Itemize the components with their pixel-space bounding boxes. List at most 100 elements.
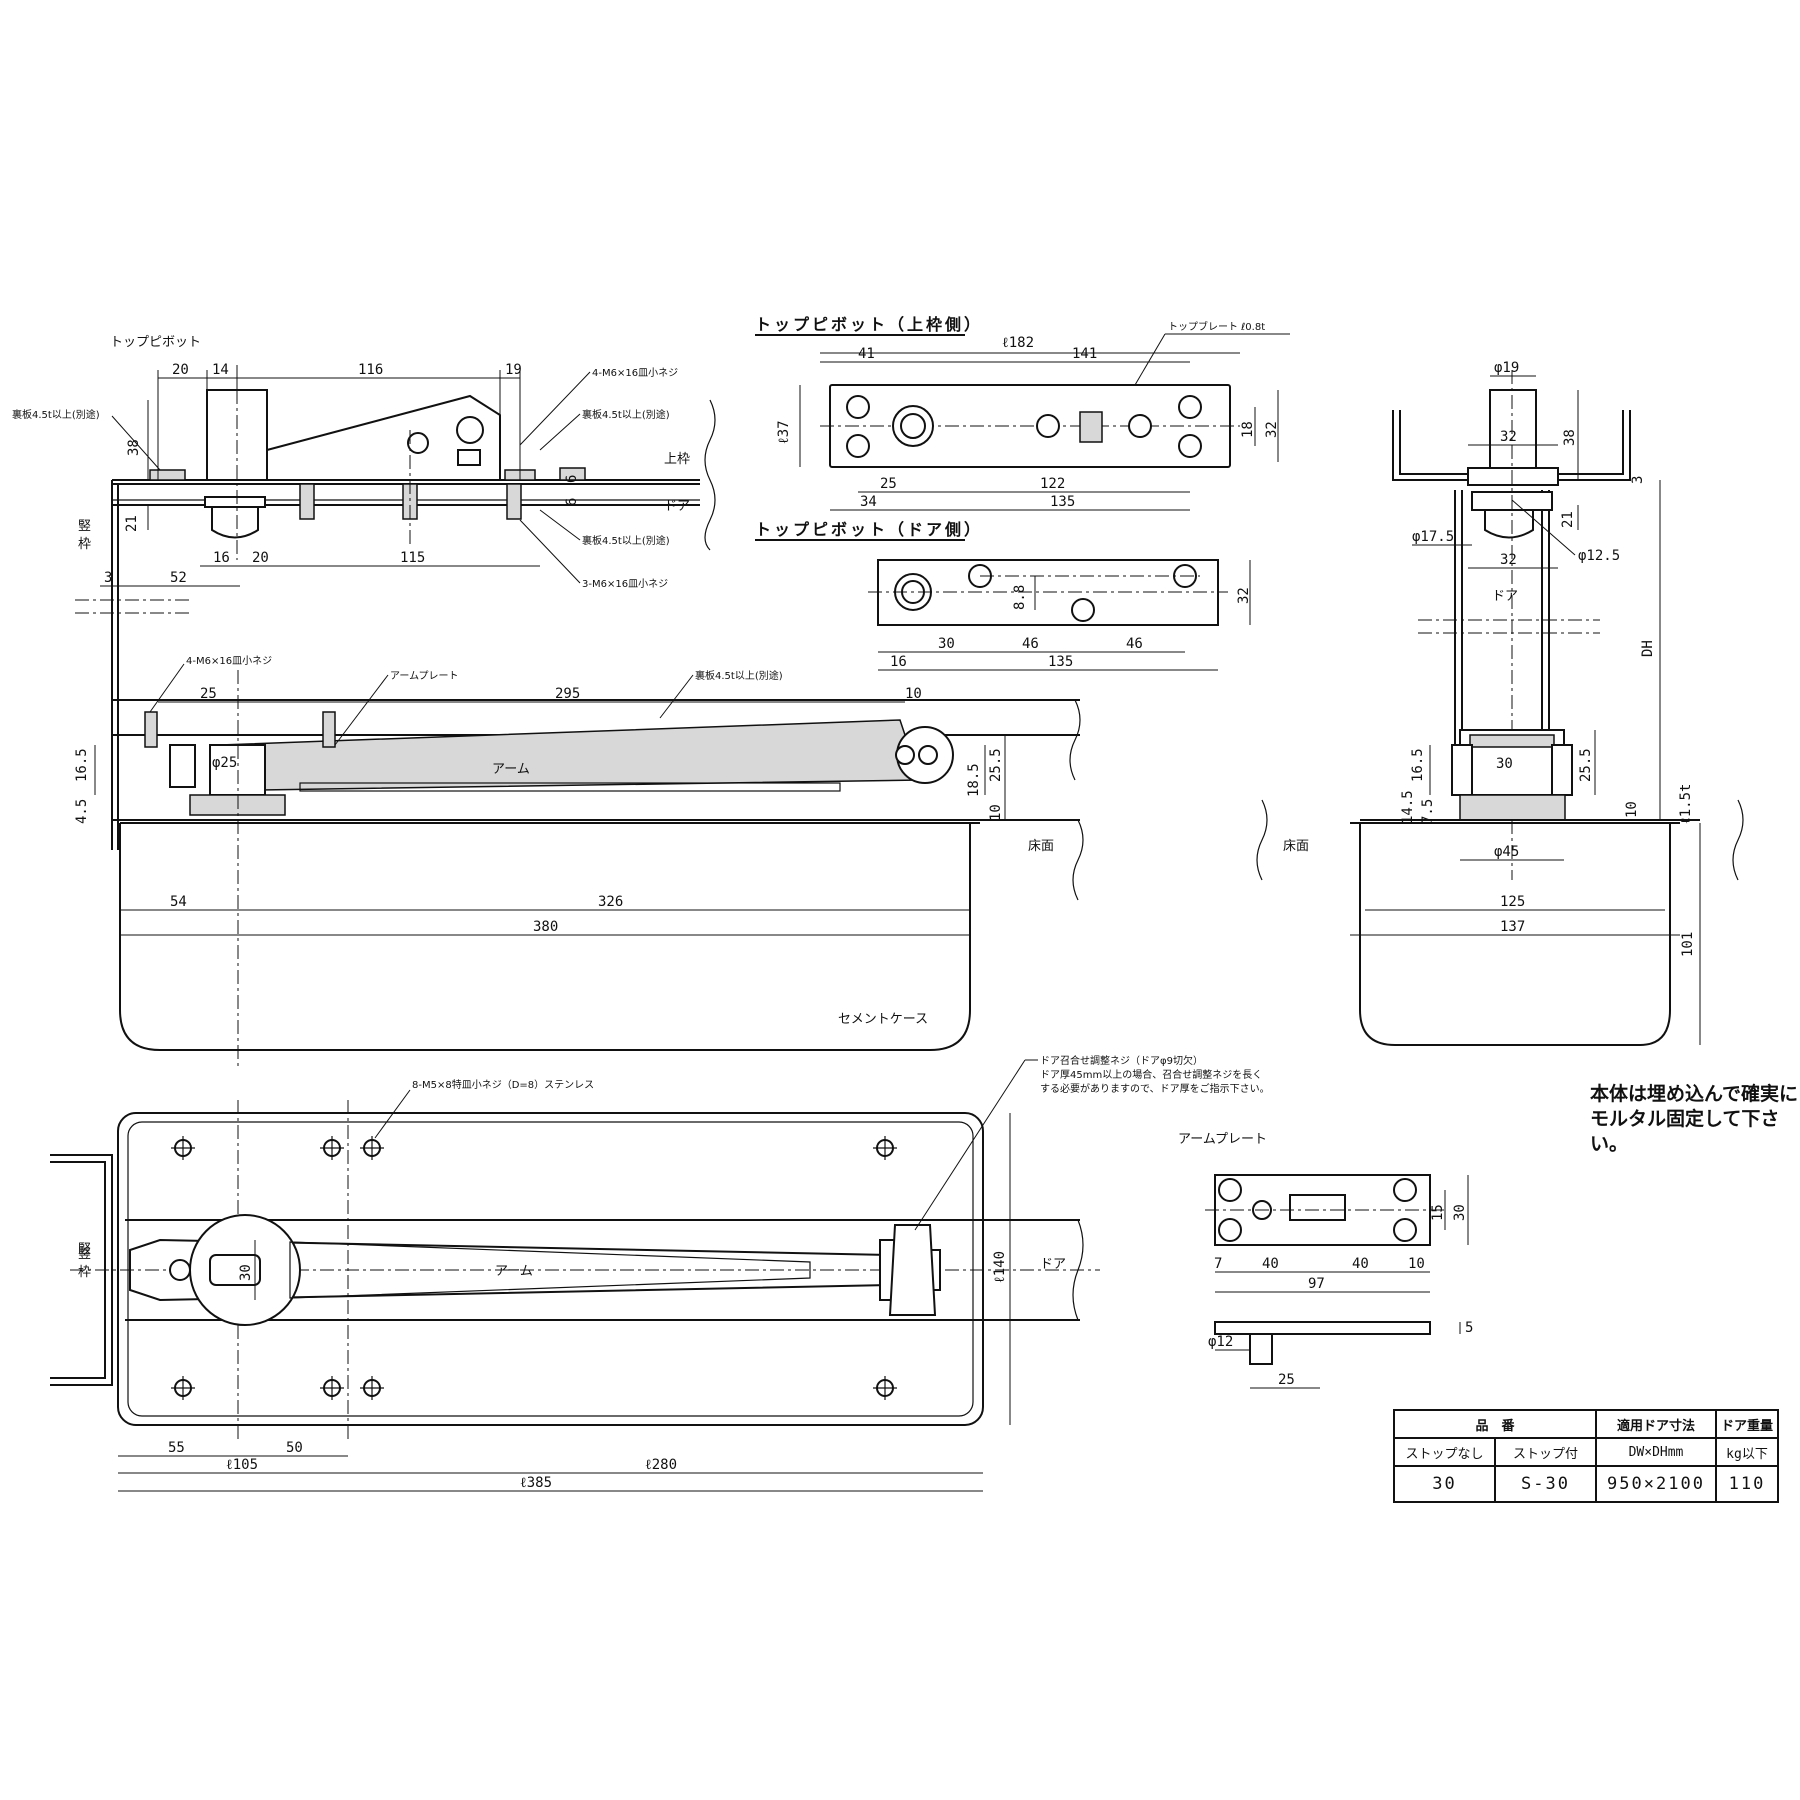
installation-note: 本体は埋め込んで確実に モルタル固定して下さい。 [1590, 1082, 1800, 1157]
label-backing-plate-4: 裏板4.5t以上(別途) [695, 669, 783, 682]
spec-table: 品 番 適用ドア寸法 ドア重量 ストップなし ストップ付 DW×DHmm kg以… [1393, 1409, 1779, 1503]
dim-32c: 32 [1500, 429, 1517, 445]
plan-view: アーム 竪 枠 ドア 8-M5×8特皿小ネジ（D=8）ステンレス ドア召合せ調整… [50, 1054, 1270, 1492]
dim-7-5: 7.5 [1420, 799, 1436, 824]
top-pivot-frame-side-view: トップピボット（上枠側） ℓ182 41 141 トップブレート ℓ0.8t ℓ… [755, 315, 1290, 511]
label-backing-plate-1: 裏板4.5t以上(別途) [12, 408, 100, 421]
dim-14-5: 14.5 [1400, 790, 1416, 824]
label-frame-vertical-3a: 竪 [78, 1247, 91, 1262]
dim-8-8: 8.8 [1012, 585, 1028, 610]
top-pivot-section-view: トップピボット 20 14 116 19 [12, 335, 716, 850]
dim-phi19: φ19 [1494, 360, 1519, 376]
dim-38: 38 [126, 439, 142, 456]
label-screw-8m5: 8-M5×8特皿小ネジ（D=8）ステンレス [412, 1079, 594, 1091]
dim-135: 135 [1050, 494, 1075, 510]
side-elevation-view: セメントケース アーム 床面 竪 4-M6×16皿小ネジ アームプレート 裏板4… [74, 655, 1084, 1257]
spec-header-part: 品 番 [1393, 1409, 1597, 1439]
label-screw-4m6-top: 4-M6×16皿小ネジ [592, 367, 678, 379]
dim-40b: 40 [1352, 1256, 1369, 1272]
dim-15: 15 [1430, 1204, 1446, 1221]
spec-header-no-stop: ストップなし [1393, 1437, 1496, 1467]
dim-34: 34 [860, 494, 877, 510]
label-screw-4m6-side: 4-M6×16皿小ネジ [186, 655, 272, 667]
dim-295: 295 [555, 686, 580, 702]
dim-280: ℓ280 [645, 1457, 677, 1473]
dim-16-5b: 16.5 [1410, 748, 1426, 782]
dim-phi45: φ45 [1494, 844, 1519, 860]
dim-3: 3 [104, 570, 112, 586]
dim-25: 25 [880, 476, 897, 492]
spec-header-door-dim: 適用ドア寸法 [1595, 1409, 1717, 1439]
label-backing-plate-2: 裏板4.5t以上(別途) [582, 408, 670, 421]
label-door-1: ドア [664, 499, 690, 514]
label-frame-vertical-3b: 枠 [78, 1265, 91, 1280]
dim-19: 19 [505, 362, 522, 378]
dim-55: 55 [168, 1440, 185, 1456]
title-top-pivot: トップピボット [110, 335, 201, 350]
dim-10: 10 [905, 686, 922, 702]
title-top-pivot-door: トップピボット（ドア側） [755, 520, 983, 539]
dim-25c: 25 [1278, 1372, 1295, 1388]
dim-phi25: φ25 [212, 755, 237, 771]
dim-14: 14 [212, 362, 229, 378]
dim-46a: 46 [1022, 636, 1039, 652]
label-frame-vertical-2a: 竪 [78, 1242, 91, 1257]
dim-5: 5 [1465, 1320, 1473, 1336]
dim-25b: 25 [200, 686, 217, 702]
spec-value-no-stop: 30 [1393, 1465, 1496, 1503]
dim-16: 16 [213, 550, 230, 566]
spec-header-door-dim-unit: DW×DHmm [1595, 1437, 1717, 1467]
dim-phi12: φ12 [1208, 1334, 1233, 1350]
label-frame-vertical-1a: 竪 [78, 519, 91, 534]
dim-115: 115 [400, 550, 425, 566]
dim-32: 32 [1264, 421, 1280, 438]
label-adjust-1: ドア召合せ調整ネジ（ドアφ9切欠） [1040, 1054, 1203, 1067]
dim-30d: 30 [1452, 1204, 1468, 1221]
label-plate-thickness: トップブレート ℓ0.8t [1168, 320, 1265, 333]
dim-385: ℓ385 [520, 1475, 552, 1491]
front-elevation-view: ドア 床面 φ19 32 38 3 21 φ17.5 32 φ12.5 DH 1… [1256, 360, 1744, 1046]
dim-54: 54 [170, 894, 187, 910]
dim-101: 101 [1680, 932, 1696, 957]
dim-16-5: 16.5 [74, 748, 90, 782]
title-top-pivot-frame: トップピボット（上枠側） [755, 315, 983, 334]
dim-25-5: 25.5 [988, 748, 1004, 782]
label-arm-plate-side: アームプレート [390, 670, 459, 682]
spec-header-door-weight: ドア重量 [1715, 1409, 1779, 1439]
title-arm-plate: アームプレート [1178, 1132, 1267, 1147]
dim-phi12-5: φ12.5 [1578, 548, 1620, 564]
label-cement-case: セメントケース [838, 1012, 928, 1027]
dim-38b: 38 [1562, 429, 1578, 446]
dim-141: 141 [1072, 346, 1097, 362]
dim-380: 380 [533, 919, 558, 935]
dim-41: 41 [858, 346, 875, 362]
dim-16b: 16 [890, 654, 907, 670]
label-arm-plan: アーム [495, 1264, 533, 1279]
dim-122: 122 [1040, 476, 1065, 492]
dim-6b: 6 [564, 498, 580, 506]
dim-125: 125 [1500, 894, 1525, 910]
dim-137: 137 [1500, 919, 1525, 935]
dim-10c: 10 [1624, 801, 1640, 818]
dim-20: 20 [172, 362, 189, 378]
label-floor-1: 床面 [1028, 839, 1054, 854]
dim-52: 52 [170, 570, 187, 586]
dim-10b: 10 [988, 804, 1004, 821]
note-line-2: モルタル固定して下さい。 [1590, 1108, 1780, 1155]
label-door-plan: ドア [1040, 1257, 1066, 1272]
label-top-frame: 上枠 [664, 452, 690, 467]
label-arm-side: アーム [492, 762, 530, 777]
spec-header-weight-unit: kg以下 [1715, 1437, 1779, 1467]
arm-plate-view: アームプレート 15 30 7 40 40 10 97 φ12 5 25 [1178, 1132, 1473, 1389]
spec-value-weight: 110 [1715, 1465, 1779, 1503]
dim-46b: 46 [1126, 636, 1143, 652]
label-frame-vertical-1b: 枠 [78, 537, 91, 552]
screw-holes [171, 1136, 897, 1400]
dim-6a: 6 [564, 475, 580, 483]
dim-32d: 32 [1500, 552, 1517, 568]
dim-30b: 30 [1496, 756, 1513, 772]
dim-25-5b: 25.5 [1578, 748, 1594, 782]
dim-30c: 30 [238, 1264, 254, 1281]
dim-135b: 135 [1048, 654, 1073, 670]
